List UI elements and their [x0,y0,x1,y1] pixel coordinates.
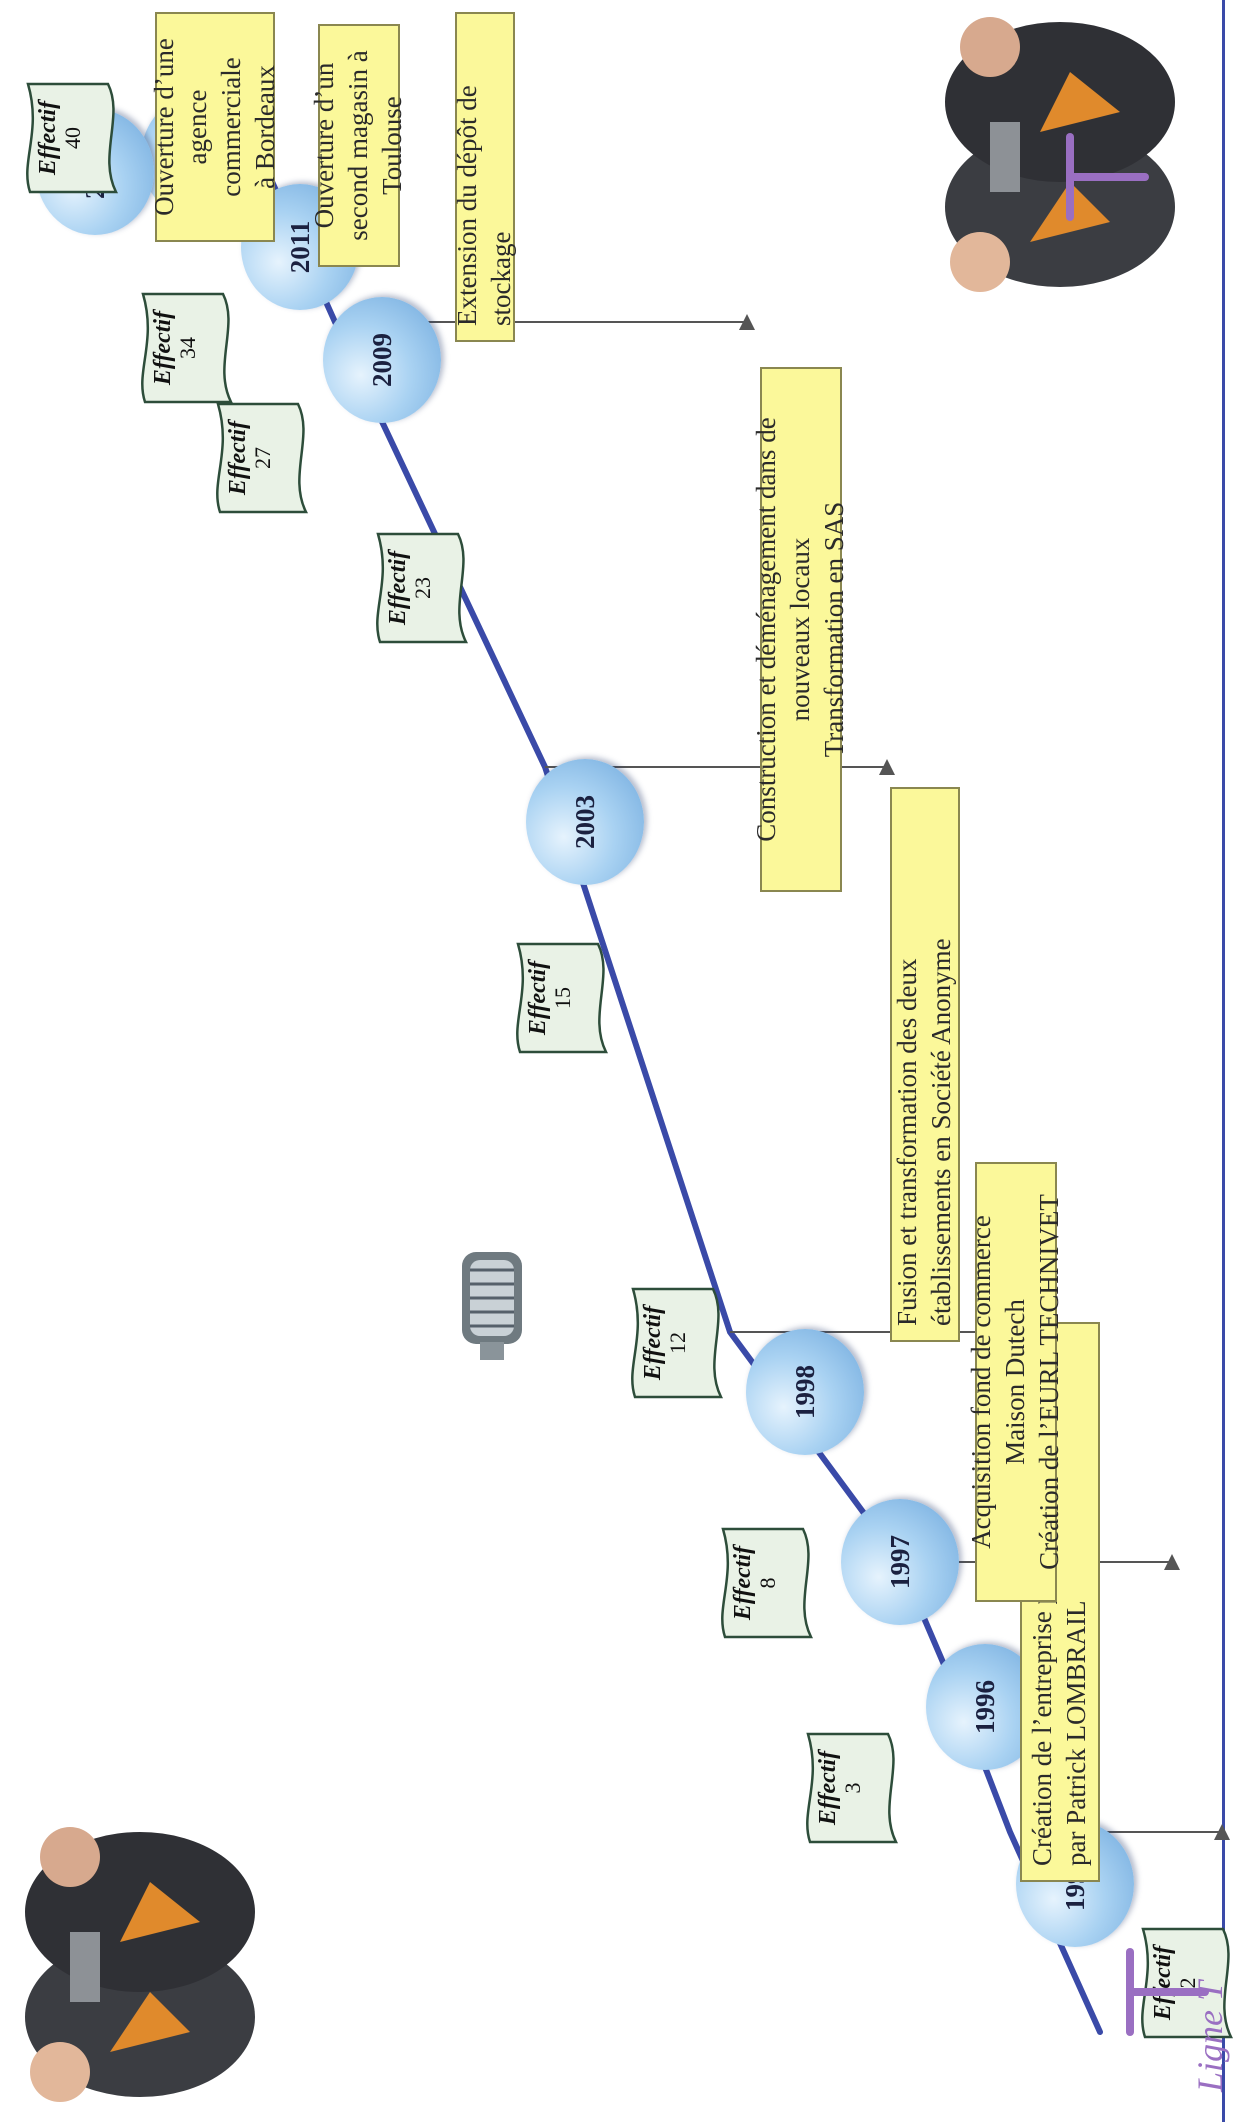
event-text-2012-line1: Ouverture d’un second magasin à [309,50,374,241]
effectif-label: Effectif [225,420,251,496]
event-text-2012-line2: Toulouse [376,96,407,195]
event-box-1998: Fusion et transformation des deux établi… [890,787,960,1342]
event-box-1997: Acquisition fond de commerce Maison Dute… [966,1162,1064,1602]
event-text-2003-line1: Construction et déménagement dans de nou… [751,417,816,842]
effectif-label: Effectif [640,1305,666,1381]
effectif-value: 40 [60,127,86,149]
effectif-value: 12 [665,1332,691,1354]
event-text-1998-line1: Fusion et transformation des deux établi… [892,938,956,1326]
effectif-value: 23 [410,577,436,599]
event-box-2013: Ouverture d’une agence commerciale à Bor… [149,12,280,242]
event-text-1997-line1: Acquisition fond de commerce Maison Dute… [966,1215,1031,1549]
year-node-1998: 1998 [746,1329,864,1455]
event-text-2009-line1: Extension du dépôt de stockage [452,85,516,326]
event-box-2003: Construction et déménagement dans de nou… [751,367,849,892]
product-image [440,1234,544,1362]
effectif-value: 3 [840,1782,866,1794]
arrowhead-1997 [1164,1554,1180,1570]
event-text-1997-line2: Création de l’EURL TECHNIVET [1033,1194,1064,1570]
ligne-t-logo: Ligne T [1126,1948,1230,2093]
event-box-2009: Extension du dépôt de stockage [452,12,516,342]
effectif-value: 27 [250,447,276,469]
year-node-2003: 2003 [526,759,644,885]
effectif-label: Effectif [150,310,176,386]
event-text-2013-line1: Ouverture d’une [148,38,179,216]
arrowhead-1990 [1214,1824,1230,1840]
arrowhead-2003 [879,759,895,775]
effectif-label: Effectif [35,100,61,176]
effectif-value: 15 [550,987,576,1009]
effectif-label: Effectif [525,960,551,1036]
effectif-value: 34 [175,337,201,359]
event-text-2013-line2: agence commerciale [182,57,246,197]
arrowhead-2009 [739,314,755,330]
effectif-label: Effectif [730,1545,756,1621]
event-text-2013-line3: à Bordeaux [249,65,280,189]
effectif-label: Effectif [385,550,411,626]
effectif-value: 8 [755,1577,781,1589]
event-box-2012: Ouverture d’un second magasin à Toulouse [309,24,407,267]
year-node-1997: 1997 [841,1499,959,1625]
logo-text: Ligne T [1190,1978,1230,2093]
effectif-label: Effectif [815,1750,841,1826]
workers-photo-left [0,1812,270,2112]
event-text-2003-line2: Transformation en SAS [818,501,849,758]
year-node-2009: 2009 [323,297,441,423]
ligne-t-logo [1066,133,1149,221]
